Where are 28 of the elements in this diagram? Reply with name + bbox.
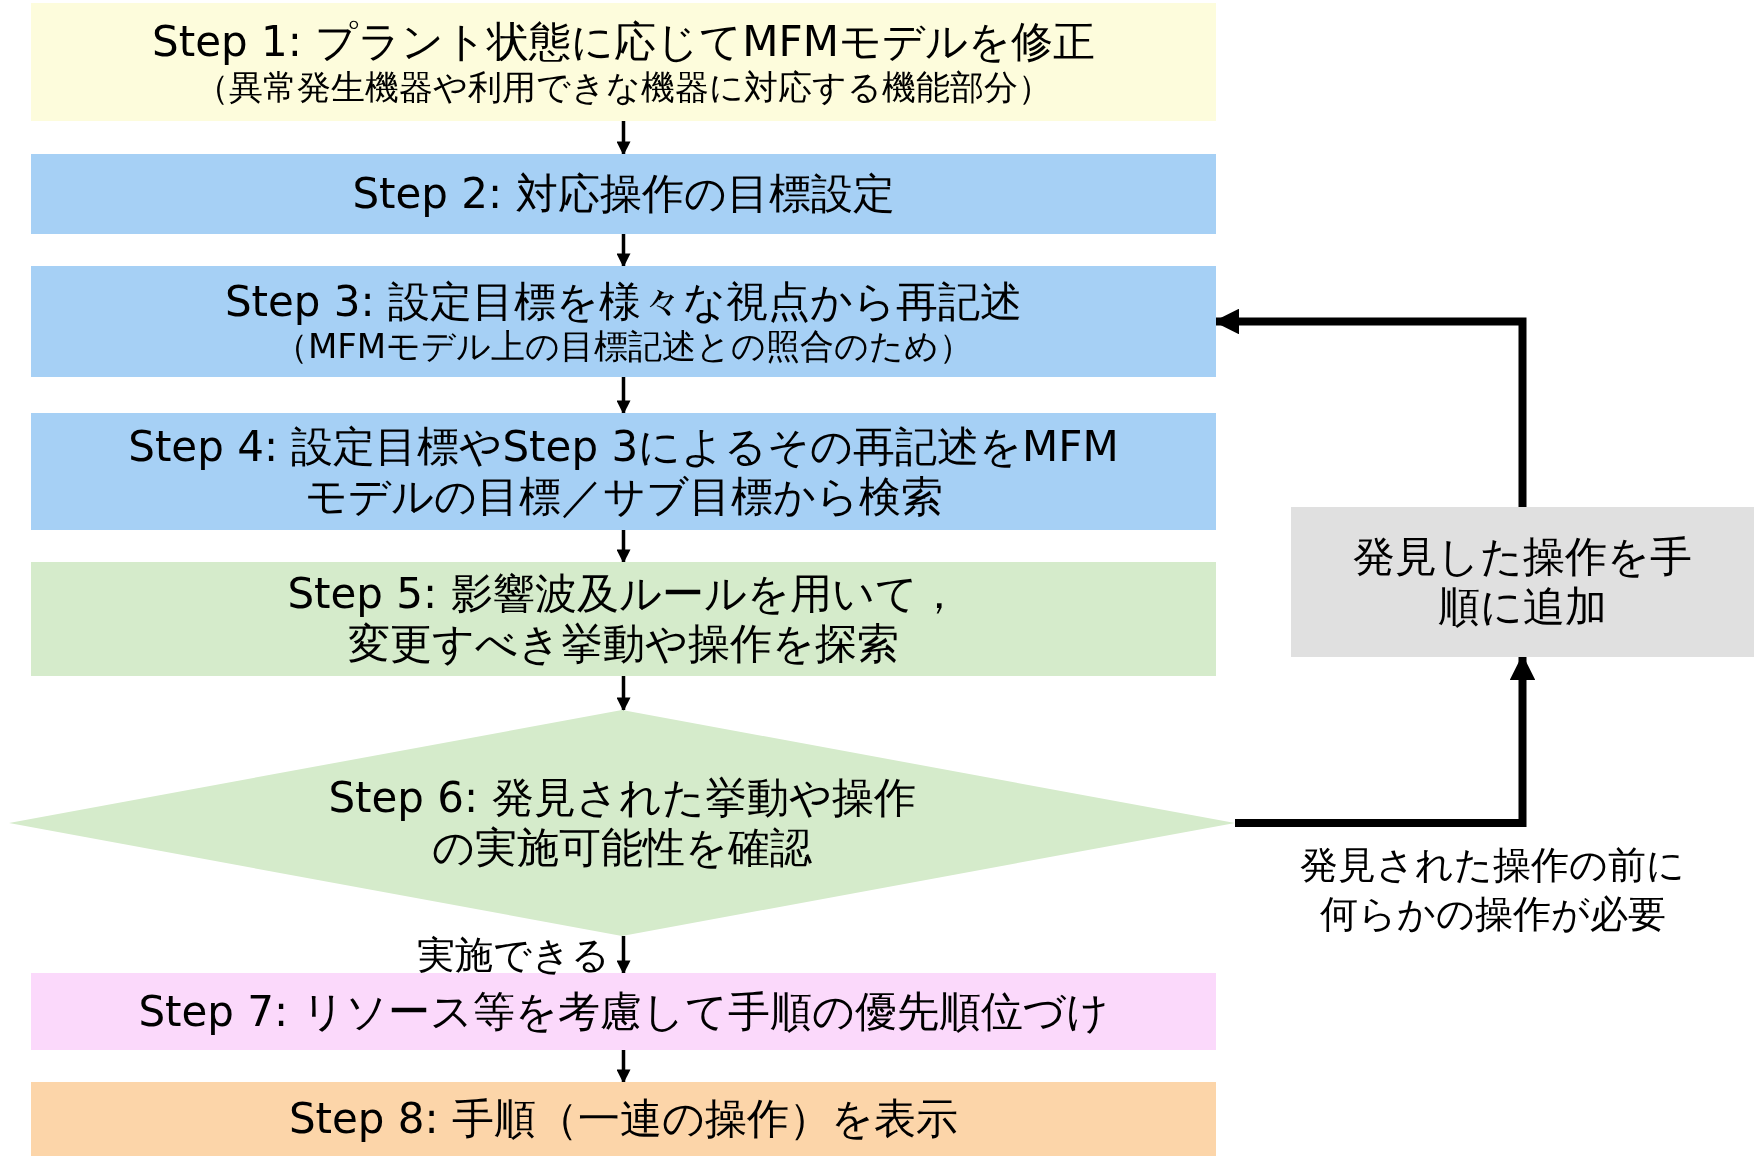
process-box (31, 266, 1216, 377)
step-title: Step 5: 影響波及ルールを用いて，変更すべき挙動や操作を探索 (286, 569, 961, 669)
process-box (1291, 507, 1754, 657)
arrow (616, 530, 631, 564)
step-title: Step 2: 対応操作の目標設定 (352, 169, 895, 219)
step-note: （MFMモデル上の目標記述との照合のため） (273, 326, 974, 367)
step-title: Step 8: 手順（一連の操作）を表示 (288, 1094, 959, 1144)
arrow (616, 1050, 631, 1084)
arrow (616, 234, 631, 268)
arrow (616, 676, 631, 712)
edge-label: 実施できる (416, 931, 610, 979)
step-note: （異常発生機器や利用できな機器に対応する機能部分） (195, 66, 1052, 107)
process-box (31, 1082, 1216, 1156)
process-box (31, 154, 1216, 234)
step-title: Step 3: 設定目標を様々な視点から再記述 (224, 276, 1023, 327)
step-title: Step 6: 発見された挙動や操作の実施可能性を確認 (327, 773, 917, 873)
process-box (31, 413, 1216, 530)
step-title: 発見した操作を手順に追加 (1352, 532, 1693, 632)
process-box (31, 973, 1216, 1050)
step-title: Step 7: リソース等を考慮して手順の優先順位づけ (138, 986, 1109, 1037)
step-title: Step 1: プラント状態に応じてMFMモデルを修正 (152, 17, 1095, 67)
decision-diamond (9, 710, 1235, 936)
process-box (31, 562, 1216, 676)
arrow (616, 936, 631, 975)
step-title: Step 4: 設定目標やStep 3によるその再記述をMFMモデルの目標／サブ目標から検索 (127, 421, 1120, 522)
arrow (616, 121, 631, 156)
arrow (616, 377, 631, 415)
process-box (31, 3, 1216, 121)
